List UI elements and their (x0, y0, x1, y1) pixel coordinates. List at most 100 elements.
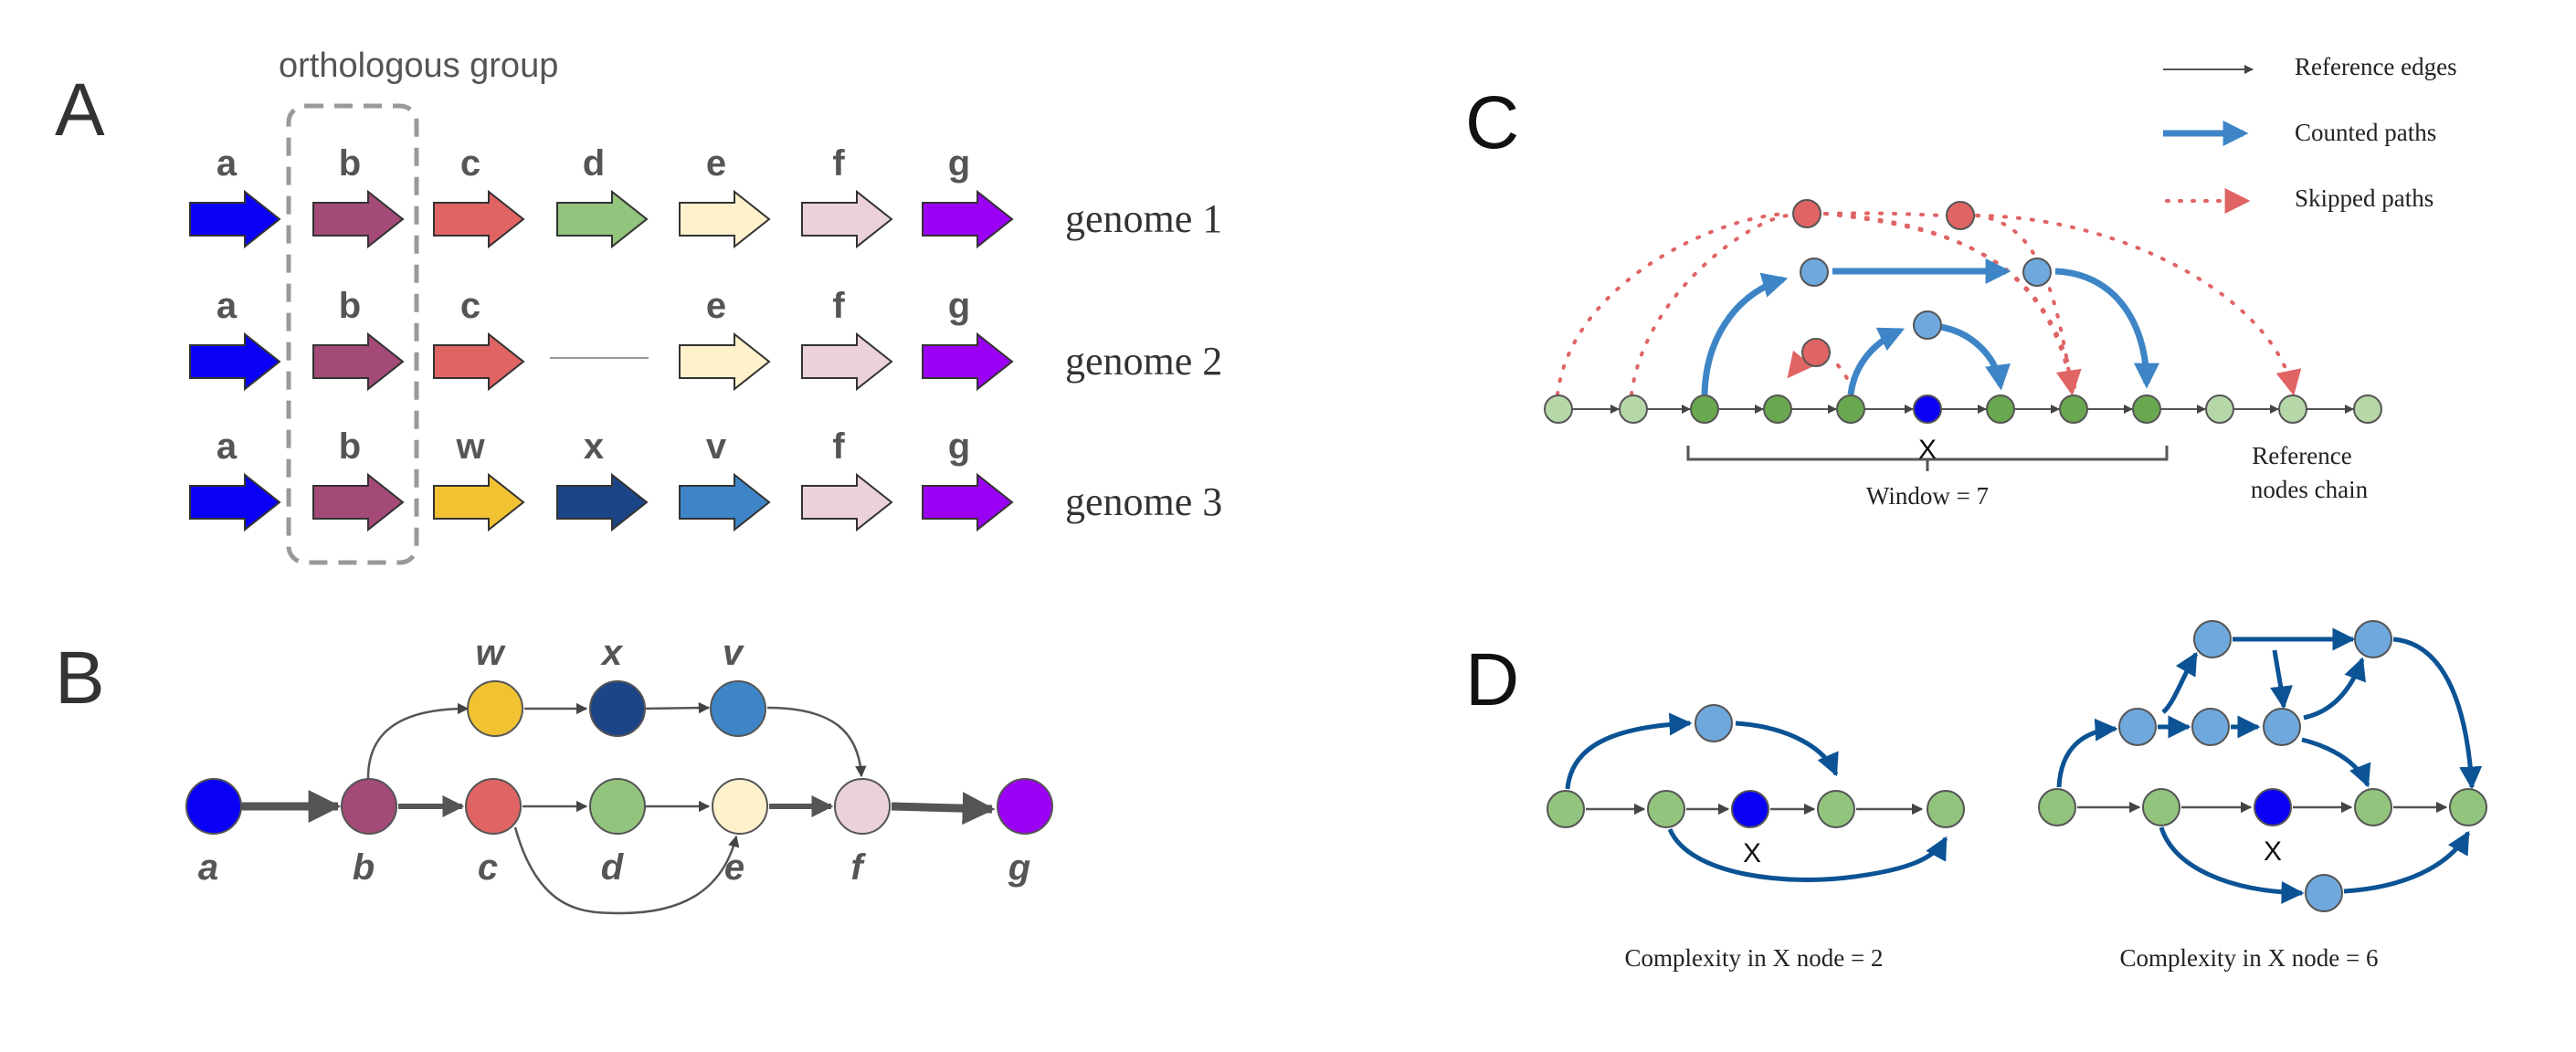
panel-label-c: C (1465, 81, 1519, 164)
gene-label-a: a (216, 143, 238, 184)
gene-arrow-b (312, 331, 405, 392)
x-node-label-right: X (2264, 836, 2282, 867)
node-x (589, 680, 646, 737)
graph-b-edges (239, 701, 996, 915)
gene-label-g: g (948, 426, 970, 467)
reference-chain-nodes (1544, 394, 2382, 424)
window-bracket (1686, 446, 2169, 471)
node-label-d: d (601, 847, 625, 888)
path-edge (2392, 636, 2483, 790)
reference-node (2059, 394, 2088, 424)
gene-arrow-g (922, 331, 1014, 392)
edge-v-f (766, 706, 867, 778)
x-node-right (2254, 788, 2292, 826)
path-edge (2161, 651, 2199, 714)
path-edge (2159, 826, 2305, 904)
skipped-path (1975, 214, 2302, 396)
panel-d: D X Complexity in X node = 2 (1465, 620, 2487, 972)
edge-b-w (366, 702, 470, 779)
gene-label-g: g (948, 286, 970, 326)
edge-x-v (644, 701, 711, 714)
gene-arrow-e (679, 331, 771, 392)
ref-node (1927, 790, 1965, 828)
reference-node (1836, 394, 1865, 424)
gene-arrow-f (801, 189, 893, 249)
node-label-v: v (723, 633, 745, 673)
gene-label-f: f (832, 426, 845, 467)
path-edge (2303, 657, 2366, 721)
node-e (712, 778, 768, 835)
counted-path (1847, 327, 1906, 395)
orthologous-group-box (286, 103, 419, 565)
panel-label-b: B (55, 636, 105, 720)
gene-arrow-a (189, 331, 281, 392)
skipped-path (1630, 214, 1790, 396)
ref-node (1547, 790, 1585, 828)
skipped-paths (1556, 211, 2302, 396)
path-edge (1735, 721, 1839, 777)
gene-arrow-a (189, 189, 281, 249)
skipped-node (1792, 199, 1821, 228)
node-w (467, 680, 523, 737)
counted-node (1800, 258, 1829, 287)
gene-label-b: b (339, 286, 361, 326)
x-node-label-left: X (1743, 838, 1761, 868)
gene-label-c: c (460, 286, 480, 326)
node-v (710, 680, 766, 737)
path-edge (2343, 830, 2471, 894)
counted-node (2022, 258, 2052, 287)
counted-path (1939, 323, 2011, 391)
edge-c-e (513, 826, 740, 915)
reference-node (1690, 394, 1719, 424)
gene-label-w: w (455, 426, 485, 467)
reference-node (2205, 394, 2234, 424)
gene-label-v: v (706, 426, 727, 467)
reference-node (1544, 394, 1573, 424)
counted-paths (1701, 258, 2159, 395)
path-edge (1565, 712, 1693, 790)
alt-node (2191, 708, 2230, 746)
node-label-x: x (600, 633, 624, 673)
gene-label-x: x (584, 426, 604, 467)
legend-reference-label: Reference edges (2295, 53, 2457, 80)
gene-label-f: f (832, 143, 845, 184)
gene-arrow-b (312, 189, 405, 249)
reference-node (2278, 394, 2307, 424)
counted-path (2054, 268, 2159, 389)
x-node-left (1731, 790, 1769, 828)
x-node-c (1913, 394, 1942, 424)
ref-node (2449, 788, 2487, 826)
gene-label-g: g (948, 143, 970, 184)
skipped-node (1946, 201, 1975, 230)
edge-f-g (891, 792, 996, 826)
graph-d-left: X Complexity in X node = 2 (1547, 704, 1965, 972)
x-node-label-c: X (1918, 435, 1937, 465)
gene-label-d: d (583, 143, 605, 184)
node-label-w: w (475, 633, 506, 673)
path-edge (1667, 827, 1948, 882)
alt-node (1694, 704, 1733, 742)
orthologous-group-label: orthologous group (279, 47, 558, 85)
genome-label: genome 3 (1065, 479, 1222, 524)
node-g (997, 778, 1053, 835)
reference-chain-label-1: Reference (2252, 442, 2351, 469)
complexity-caption-left: Complexity in X node = 2 (1625, 944, 1884, 972)
gene-arrow-e (679, 189, 771, 249)
panel-label-d: D (1465, 638, 1519, 721)
gene-label-b: b (339, 143, 361, 184)
gene-arrow-b (312, 472, 405, 532)
gene-label-c: c (460, 143, 480, 184)
ref-node (1817, 790, 1855, 828)
gene-label-e: e (706, 286, 726, 326)
path-edge (2270, 649, 2293, 710)
node-label-e: e (724, 847, 744, 888)
path-edge (2301, 737, 2371, 788)
ref-node (2038, 788, 2076, 826)
skipped-node (1801, 338, 1831, 367)
gene-arrow-c (433, 189, 525, 249)
gene-arrow-g (922, 472, 1014, 532)
reference-node (1763, 394, 1792, 424)
